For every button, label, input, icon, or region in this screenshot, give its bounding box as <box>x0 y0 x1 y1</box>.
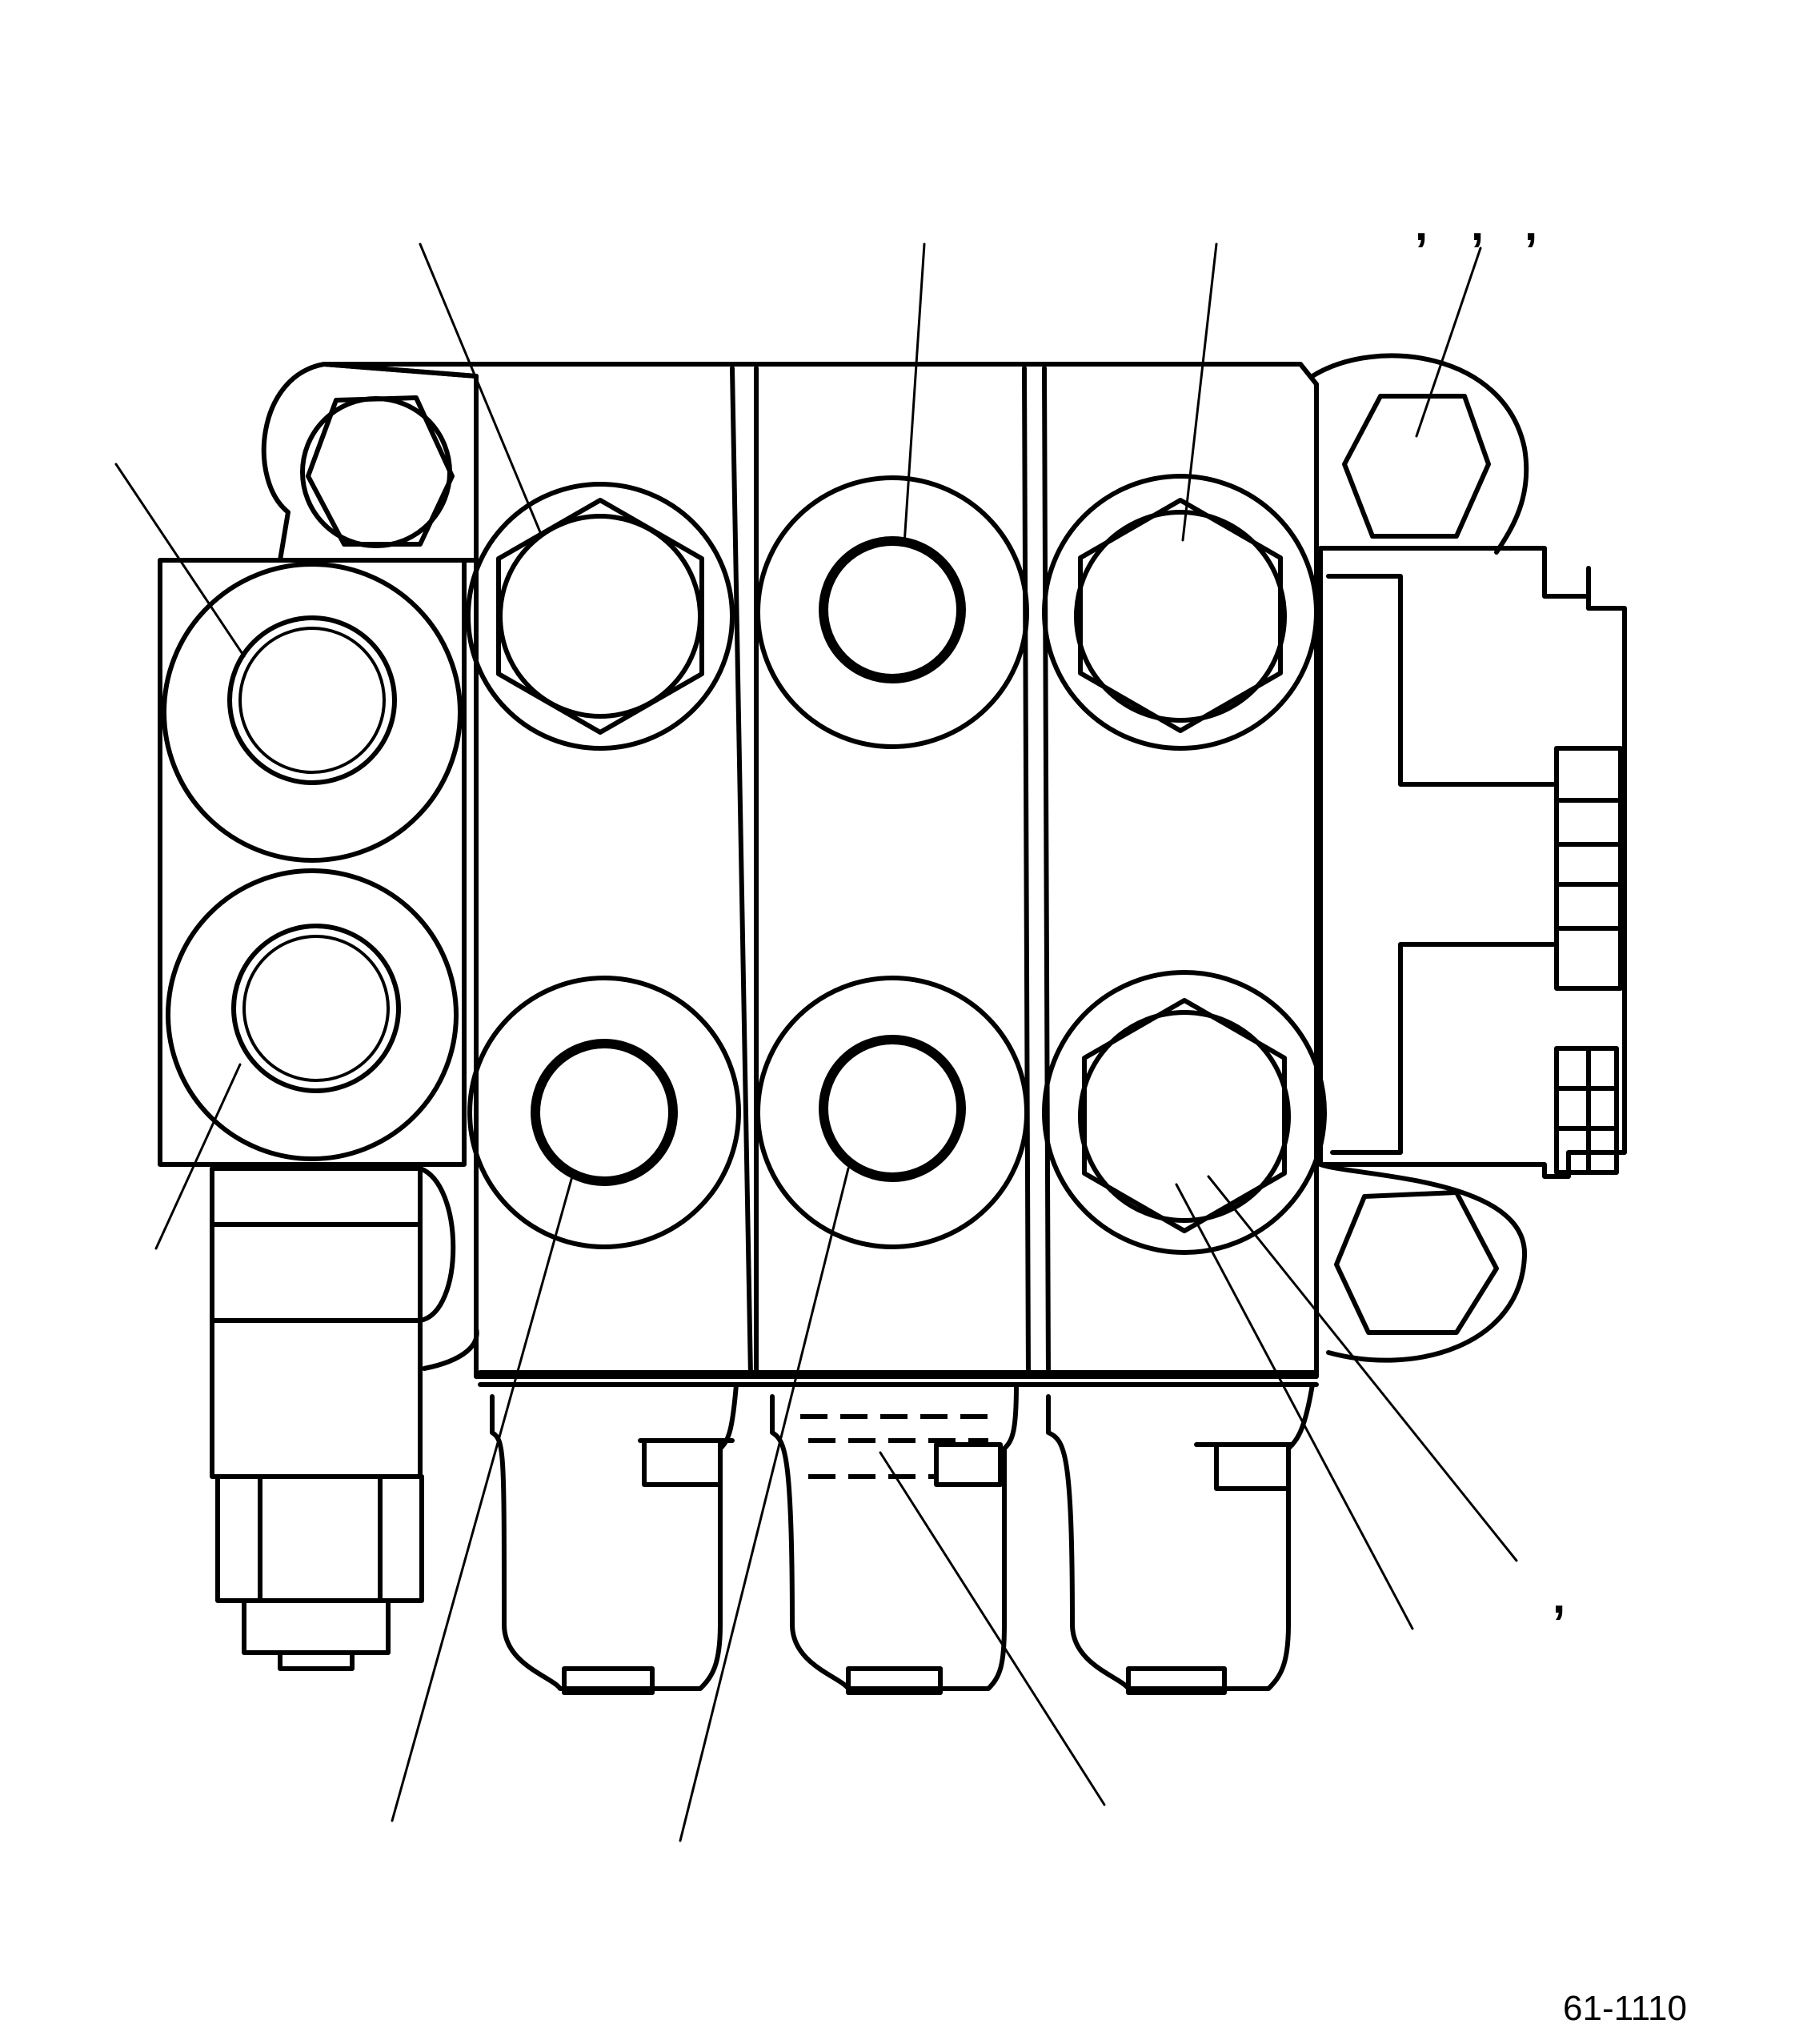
spool-cap-2 <box>770 1382 1019 1695</box>
top-port-3 <box>1042 474 1319 751</box>
spool-cap-3 <box>1046 1382 1315 1695</box>
spool-cap-1 <box>490 1382 739 1695</box>
callout-mark-3: , <box>1525 198 1537 250</box>
callout-marks: , , , , <box>1415 198 1565 1623</box>
end-cover <box>1318 546 1627 1179</box>
leader-lines <box>114 242 1518 1842</box>
mounting-lug-top-right <box>1310 353 1529 555</box>
callout-mark-1: , <box>1415 198 1428 250</box>
valve-body <box>322 362 1319 1387</box>
top-port-2 <box>755 475 1029 749</box>
relief-cartridge <box>210 1166 479 1671</box>
mounting-lug-bottom-right <box>1318 1162 1528 1363</box>
callout-mark-2: , <box>1471 198 1484 250</box>
mounting-lug-top-left <box>261 362 479 563</box>
top-port-1 <box>466 482 735 751</box>
figure-reference-number: 61-1110 <box>1563 1989 1687 2028</box>
callout-mark-4: , <box>1553 1571 1565 1623</box>
bottom-port-3 <box>1042 970 1327 1255</box>
bottom-port-2 <box>755 976 1029 1249</box>
bottom-port-1 <box>467 976 741 1249</box>
inlet-section <box>158 558 467 1167</box>
